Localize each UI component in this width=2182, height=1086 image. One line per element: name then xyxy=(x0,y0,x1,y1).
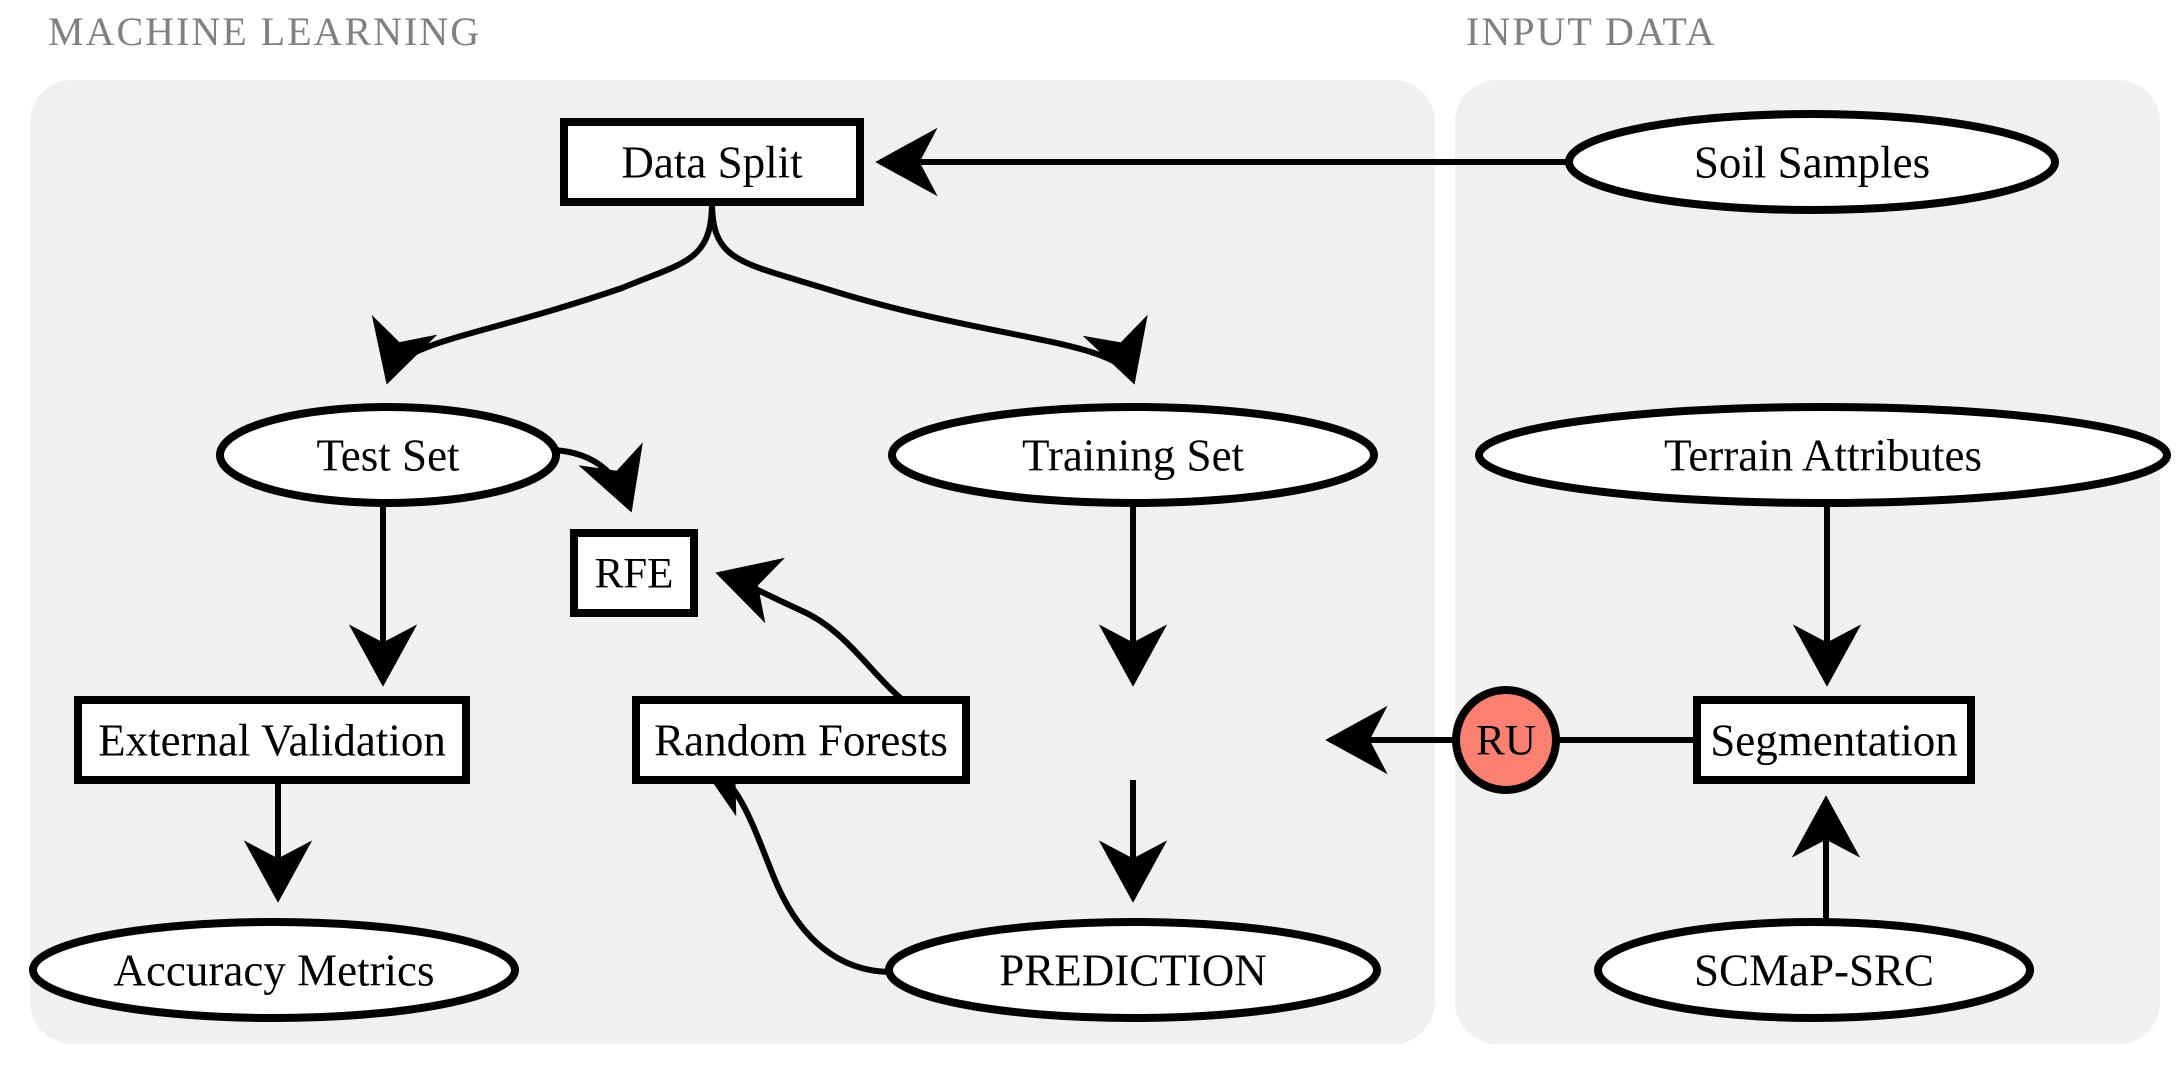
node-test-set[interactable] xyxy=(216,403,560,507)
panel-input-data xyxy=(1455,80,2160,1044)
node-training-set[interactable] xyxy=(888,403,1378,507)
edge-split-to-training xyxy=(709,201,1148,385)
edge-split-to-test xyxy=(371,201,715,385)
panel-title-machine-learning: MACHINE LEARNING xyxy=(48,9,482,54)
node-random-forests[interactable] xyxy=(632,696,970,784)
edge-test-to-rfe xyxy=(551,442,643,513)
node-ru[interactable] xyxy=(1452,686,1560,794)
node-data-split[interactable] xyxy=(560,118,864,206)
panel-title-input-data: INPUT DATA xyxy=(1466,9,1717,54)
node-soil-samples[interactable] xyxy=(1565,110,2059,214)
node-terrain-attributes[interactable] xyxy=(1475,403,2171,507)
node-scmap-src[interactable] xyxy=(1594,918,2034,1022)
node-prediction[interactable] xyxy=(885,918,1381,1022)
node-external-validation[interactable] xyxy=(74,696,470,784)
edge-prediction-to-external xyxy=(695,755,893,975)
node-segmentation[interactable] xyxy=(1693,696,1975,784)
node-accuracy-metrics[interactable] xyxy=(29,918,519,1022)
node-rfe[interactable] xyxy=(570,529,698,617)
